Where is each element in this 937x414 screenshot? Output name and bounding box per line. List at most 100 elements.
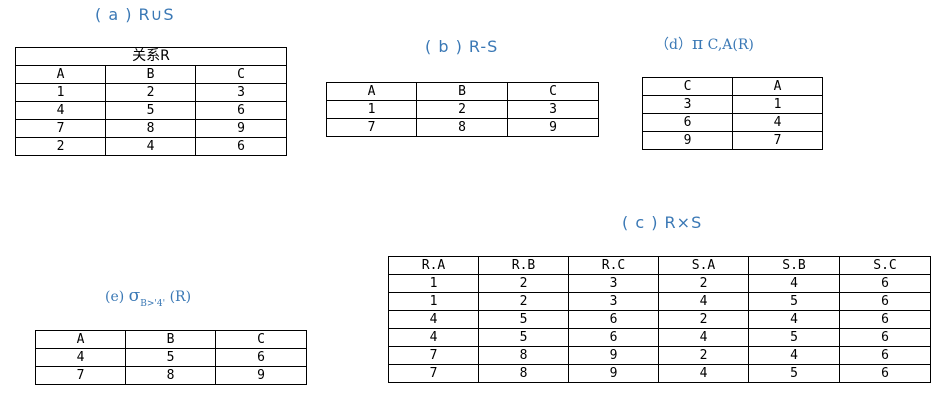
table-cell: 9 <box>642 131 733 150</box>
table-cell: 7 <box>388 346 479 365</box>
table-cell: 8 <box>478 346 569 365</box>
table-cell: 2 <box>658 346 749 365</box>
table-union-header: B <box>105 65 196 84</box>
table-cell: 5 <box>748 292 840 311</box>
table-projection-header: C <box>642 77 733 96</box>
table-projection-header: A <box>732 77 823 96</box>
table-cell: 4 <box>388 310 479 329</box>
table-product-header: R.C <box>568 256 659 275</box>
table-cell: 2 <box>105 83 196 102</box>
table-difference-header: B <box>416 82 508 101</box>
table-union-header: A <box>15 65 106 84</box>
table-cell: 1 <box>15 83 106 102</box>
table-product-header: S.A <box>658 256 749 275</box>
table-cell: 4 <box>658 364 749 383</box>
caption-projection: （d）π C,A(R) <box>655 34 754 54</box>
table-cell: 6 <box>194 101 288 120</box>
caption-selection-rest: (R) <box>165 289 192 305</box>
table-cell: 4 <box>748 274 840 293</box>
caption-selection-prefix: (e) <box>105 289 129 305</box>
caption-selection: (e) σB>'4' (R) <box>105 286 192 309</box>
table-cell: 4 <box>658 328 749 347</box>
table-cell: 5 <box>478 310 569 329</box>
table-cell: 4 <box>388 328 479 347</box>
table-cell: 6 <box>568 310 659 329</box>
table-product-header: R.B <box>478 256 569 275</box>
table-cell: 3 <box>507 100 599 119</box>
table-cell: 1 <box>326 100 417 119</box>
table-cell: 6 <box>194 137 288 156</box>
table-cell: 4 <box>748 310 840 329</box>
sigma-symbol: σ <box>128 286 141 306</box>
table-cell: 8 <box>478 364 569 383</box>
table-cell: 5 <box>105 101 196 120</box>
table-product-header: S.C <box>839 256 931 275</box>
caption-cartesian-product: ( c ) R×S <box>622 213 703 232</box>
caption-projection-prefix: （d） <box>655 37 692 53</box>
table-cell: 2 <box>15 137 106 156</box>
caption-difference: ( b ) R-S <box>425 37 499 56</box>
table-cell: 9 <box>194 119 288 138</box>
table-selection-header: B <box>125 330 216 349</box>
table-cell: 7 <box>732 131 823 150</box>
table-product-header: R.A <box>388 256 479 275</box>
table-cell: 2 <box>416 100 508 119</box>
table-cell: 4 <box>35 348 126 367</box>
table-cell: 5 <box>748 328 840 347</box>
table-cell: 4 <box>732 113 823 132</box>
table-cell: 8 <box>416 118 508 137</box>
table-product-header: S.B <box>748 256 840 275</box>
table-cell: 9 <box>215 366 307 385</box>
table-union-title: 关系R <box>14 47 288 66</box>
table-cell: 6 <box>839 292 931 311</box>
table-cell: 3 <box>568 292 659 311</box>
table-difference-header: C <box>507 82 599 101</box>
table-cell: 8 <box>105 119 196 138</box>
table-selection-header: A <box>35 330 126 349</box>
table-cell: 6 <box>839 364 931 383</box>
table-cell: 3 <box>194 83 288 102</box>
table-cell: 7 <box>326 118 417 137</box>
table-cell: 2 <box>658 274 749 293</box>
table-cell: 9 <box>507 118 599 137</box>
table-cell: 2 <box>658 310 749 329</box>
table-cell: 8 <box>125 366 216 385</box>
table-cell: 2 <box>478 274 569 293</box>
table-union-header: C <box>194 65 288 84</box>
table-cell: 9 <box>568 364 659 383</box>
table-cell: 6 <box>568 328 659 347</box>
table-cell: 1 <box>732 95 823 114</box>
caption-union: ( a ) R∪S <box>95 5 175 24</box>
table-cell: 9 <box>568 346 659 365</box>
table-cell: 2 <box>478 292 569 311</box>
table-cell: 6 <box>642 113 733 132</box>
table-cell: 6 <box>839 274 931 293</box>
table-cell: 6 <box>215 348 307 367</box>
table-cell: 4 <box>15 101 106 120</box>
table-cell: 5 <box>748 364 840 383</box>
table-difference-header: A <box>326 82 417 101</box>
table-cell: 6 <box>839 310 931 329</box>
caption-selection-condition: B>'4' <box>140 299 166 309</box>
table-cell: 7 <box>35 366 126 385</box>
table-cell: 5 <box>478 328 569 347</box>
pi-symbol: π <box>691 34 704 54</box>
table-cell: 5 <box>125 348 216 367</box>
